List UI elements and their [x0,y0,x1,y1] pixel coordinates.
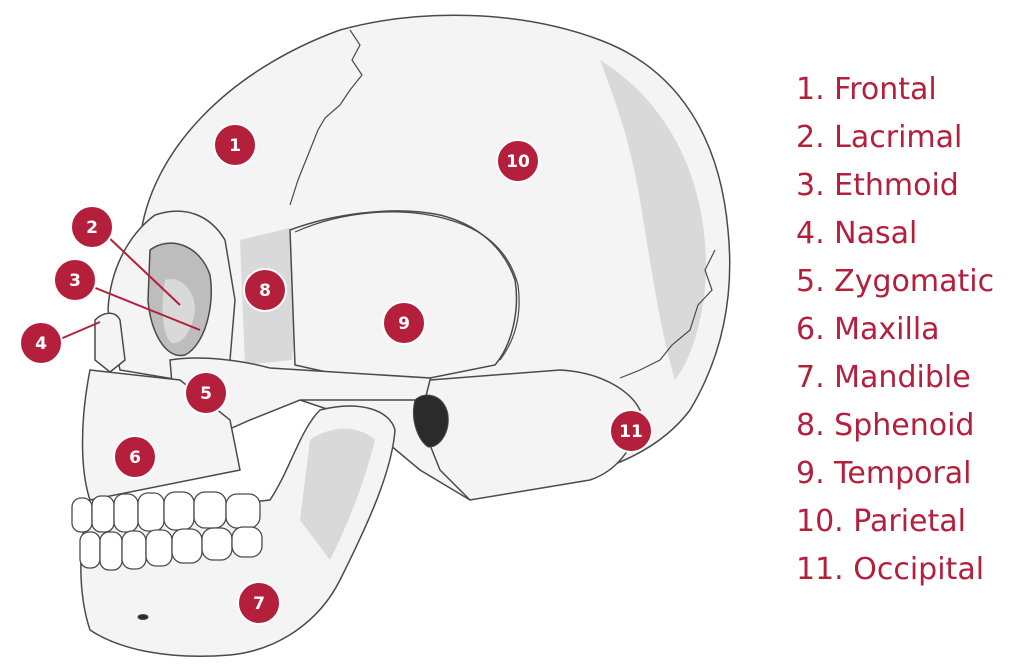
tooth [114,494,138,532]
legend-item-temporal: 9. Temporal [796,450,994,498]
marker-11: 11 [610,410,652,452]
legend-item-occipital: 11. Occipital [796,546,994,594]
mental-foramen [138,615,148,620]
marker-label: 9 [398,314,410,334]
marker-label: 4 [35,334,47,354]
marker-3: 3 [54,259,96,301]
legend-item-parietal: 10. Parietal [796,498,994,546]
marker-label: 7 [253,594,265,614]
marker-4: 4 [20,322,62,364]
legend-item-mandible: 7. Mandible [796,354,994,402]
legend-item-zygomatic: 5. Zygomatic [796,258,994,306]
legend-item-lacrimal: 2. Lacrimal [796,114,994,162]
tooth [92,496,114,532]
marker-label: 6 [129,448,141,468]
tooth [138,493,164,531]
marker-label: 3 [69,271,81,291]
tooth [146,530,172,566]
marker-label: 5 [200,384,212,404]
marker-6: 6 [114,436,156,478]
marker-label: 10 [506,152,530,172]
marker-1: 1 [214,124,256,166]
tooth [172,529,202,563]
leader-line [58,322,100,340]
tooth [226,494,260,528]
marker-9: 9 [383,302,425,344]
mastoid-region [420,370,640,500]
marker-2: 2 [71,206,113,248]
tooth [202,528,232,560]
marker-label: 2 [86,218,98,238]
marker-5: 5 [185,372,227,414]
tooth [80,532,100,568]
marker-10: 10 [497,140,539,182]
marker-8: 8 [244,269,286,311]
tooth [122,531,146,569]
legend-item-sphenoid: 8. Sphenoid [796,402,994,450]
tooth [164,492,194,530]
legend-item-ethmoid: 3. Ethmoid [796,162,994,210]
temporal-region [290,211,516,380]
tooth [232,527,262,557]
upper-teeth [72,492,260,532]
marker-label: 8 [259,281,271,301]
marker-7: 7 [238,582,280,624]
legend-item-frontal: 1. Frontal [796,66,994,114]
marker-label: 1 [229,136,241,156]
tooth [72,498,92,532]
tooth [194,492,226,528]
tooth [100,532,122,570]
legend-item-nasal: 4. Nasal [796,210,994,258]
legend-item-maxilla: 6. Maxilla [796,306,994,354]
marker-label: 11 [619,422,643,442]
bone-legend: 1. Frontal 2. Lacrimal 3. Ethmoid 4. Nas… [796,66,994,594]
